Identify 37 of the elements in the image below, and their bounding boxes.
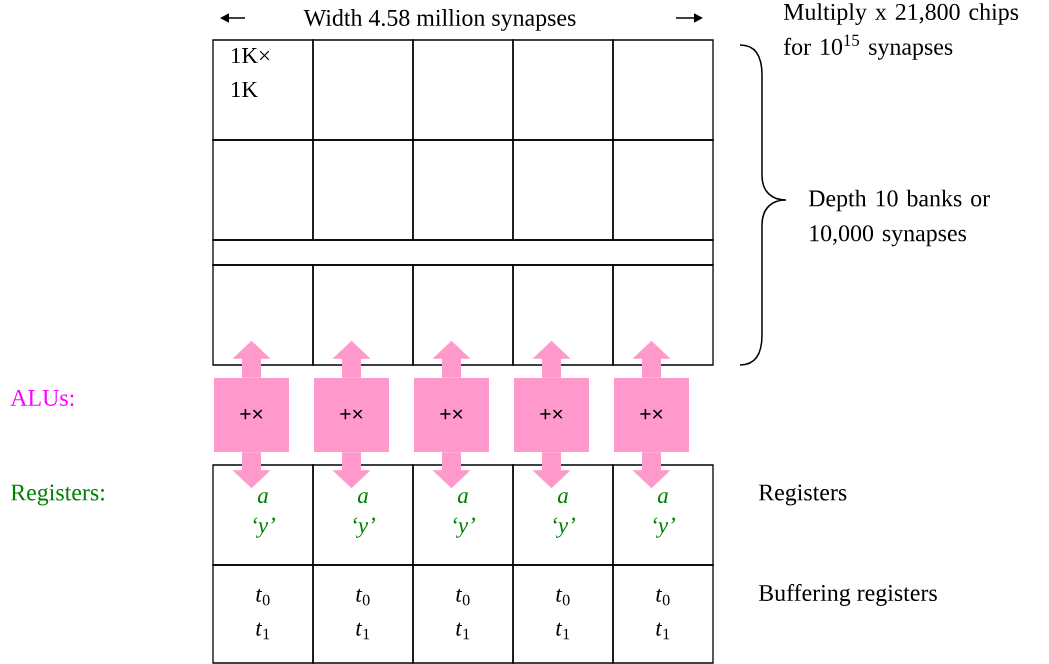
buffer-cell: t$_{0}$ t$_{1}$: [212, 564, 314, 664]
memory-cell: [612, 39, 714, 141]
row-label: Registers: [758, 484, 847, 506]
memory-cell: [612, 264, 714, 366]
alu-box: +×: [214, 378, 289, 452]
memory-cell: 1K× 1K: [212, 39, 314, 141]
buffer-cell: t$_{0}$ t$_{1}$: [312, 564, 414, 664]
dimension-label: Width 4.58 million synapses: [303, 9, 576, 31]
buffer-cell: t$_{0}$ t$_{1}$: [612, 564, 714, 664]
memory-cell: [412, 139, 514, 241]
register-cell: a ‘y’: [612, 464, 714, 566]
memory-cell: [512, 139, 614, 241]
memory-cell: [412, 264, 514, 366]
register-cell: a ‘y’: [312, 464, 414, 566]
memory-cell: [312, 139, 414, 241]
memory-cell: [312, 264, 414, 366]
row-label: ALUs:: [10, 389, 74, 407]
memory-cell: [212, 139, 314, 241]
memory-cell: [212, 264, 314, 366]
alu-box: +×: [314, 378, 389, 452]
alu-box: +×: [614, 378, 689, 452]
memory-cell: [312, 39, 414, 141]
memory-cell: [512, 39, 614, 141]
row-label: Registers:: [10, 484, 104, 506]
memory-cell: [612, 139, 714, 241]
alu-box: +×: [414, 378, 489, 452]
buffer-cell: t$_{0}$ t$_{1}$: [512, 564, 614, 664]
memory-cell: [412, 39, 514, 141]
buffer-cell: t$_{0}$ t$_{1}$: [412, 564, 514, 664]
register-cell: a ‘y’: [412, 464, 514, 566]
register-cell: a ‘y’: [212, 464, 314, 566]
dimension-label: Depth 10 banks or 10,000 synapses: [808, 189, 990, 247]
note-text: Multiply x 21,800 chips for 10$^{15}$ synapses: [783, 3, 1019, 60]
memory-cell: [512, 264, 614, 366]
alu-box: +×: [514, 378, 589, 452]
register-cell: a ‘y’: [512, 464, 614, 566]
row-label: Buffering registers: [758, 584, 937, 606]
